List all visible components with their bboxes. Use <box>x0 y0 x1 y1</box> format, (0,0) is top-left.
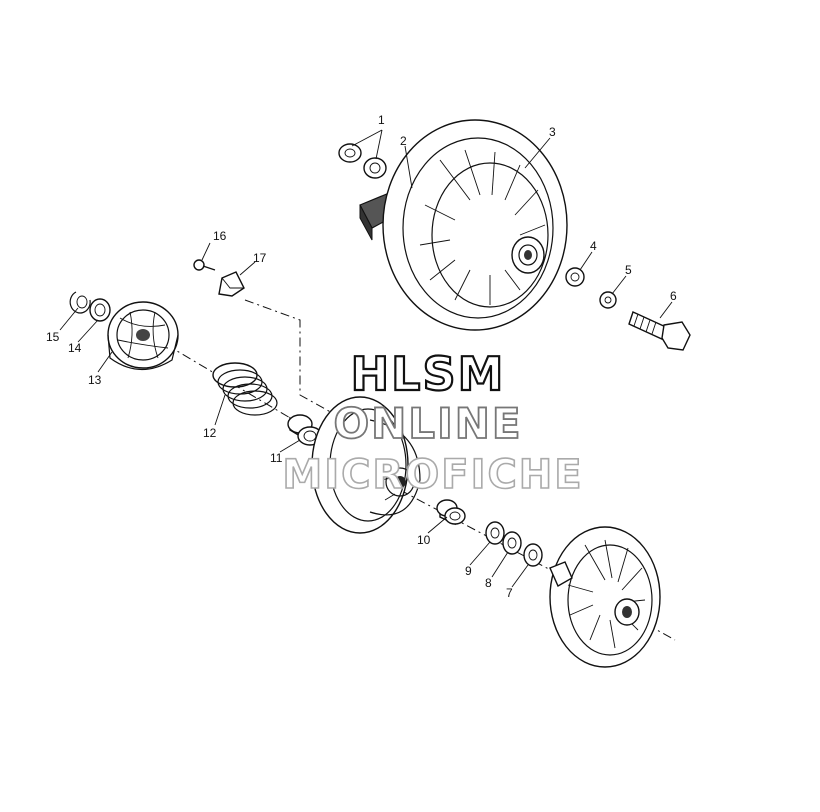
callout-3: 3 <box>549 125 556 139</box>
screw-16 <box>193 259 216 271</box>
moveable-sheave <box>311 396 421 534</box>
watermark-line-3: MICROFICHE <box>282 452 583 498</box>
callout-4: 4 <box>590 239 597 253</box>
bolt-6 <box>628 311 691 351</box>
cam-13 <box>107 301 179 371</box>
watermark: HLSM ONLINE MICROFICHE <box>282 346 583 499</box>
washer-4 <box>565 267 585 287</box>
bushing-11 <box>287 414 323 446</box>
callout-labels: 1 2 3 4 5 6 7 8 9 10 11 12 13 14 15 16 1… <box>46 113 677 600</box>
lock-washer-5 <box>599 291 617 309</box>
snap-ring-15 <box>69 291 91 314</box>
callout-6: 6 <box>670 289 677 303</box>
washer-8 <box>502 531 522 555</box>
callout-17: 17 <box>253 251 267 265</box>
callout-8: 8 <box>485 576 492 590</box>
bushing-10 <box>436 499 466 526</box>
spring-12 <box>212 362 278 416</box>
callout-11: 11 <box>270 451 283 465</box>
washer-9 <box>485 521 505 545</box>
callout-10: 10 <box>417 533 431 547</box>
outer-sheave <box>382 119 568 331</box>
callout-14: 14 <box>68 341 82 355</box>
washer-7 <box>523 543 543 567</box>
washer-pair-top <box>338 143 387 179</box>
callout-1: 1 <box>378 113 385 127</box>
callout-12: 12 <box>203 426 217 440</box>
callout-2: 2 <box>400 134 407 148</box>
watermark-line-1: HLSM <box>351 347 506 401</box>
stationary-sheave <box>549 526 661 668</box>
slider-block-17 <box>218 271 245 297</box>
callout-13: 13 <box>88 373 102 387</box>
callout-9: 9 <box>465 564 472 578</box>
callout-5: 5 <box>625 263 632 277</box>
washer-14 <box>89 298 111 322</box>
callout-16: 16 <box>213 229 227 243</box>
callout-7: 7 <box>506 586 513 600</box>
callout-15: 15 <box>46 330 60 344</box>
watermark-line-2: ONLINE <box>333 399 522 448</box>
leader-lines <box>59 129 673 588</box>
